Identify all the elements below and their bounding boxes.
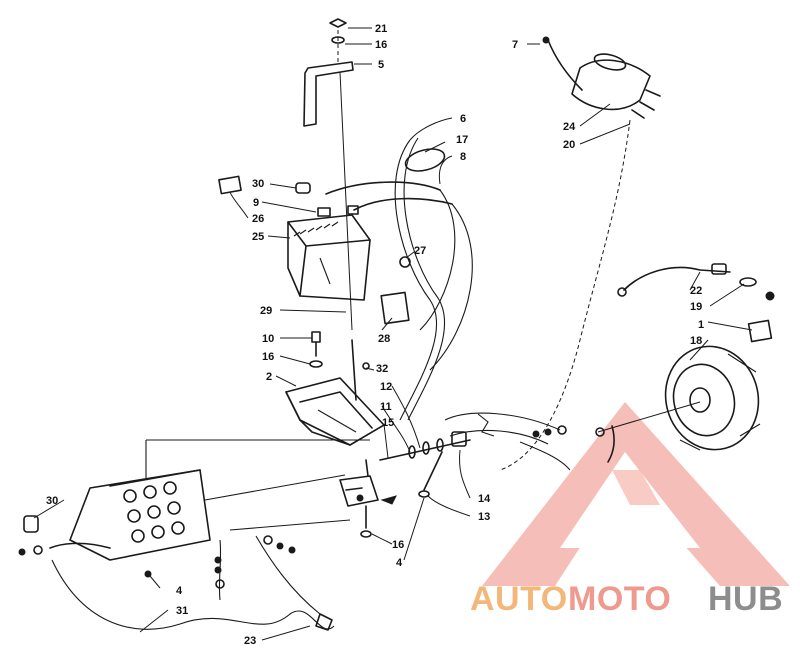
callout-30-top: 30 [252,178,264,190]
starter-solenoid [542,36,661,119]
callout-16: 16 [375,39,387,51]
callout-4-right: 4 [396,557,403,569]
callout-15: 15 [382,417,394,429]
callout-16-bottom: 16 [392,539,404,551]
callout-22: 22 [690,285,702,297]
switch-assembly [339,459,397,538]
callout-20: 20 [563,139,575,151]
callout-18: 18 [690,335,702,347]
callout-13: 13 [478,511,490,523]
sensor-harness [617,263,775,301]
callout-27: 27 [414,245,426,257]
watermark-hub: HUB [708,580,783,618]
callout-10: 10 [262,333,274,345]
callout-31: 31 [176,605,188,617]
callout-4-left: 4 [176,585,183,597]
watermark-text: AUTO MOTO HUB [470,580,783,618]
watermark-auto: AUTO [470,580,568,618]
vent-tube [394,137,446,421]
callout-9: 9 [253,197,259,209]
ground-wiring [18,515,351,631]
callout-2: 2 [266,371,272,383]
callout-32: 32 [376,363,388,375]
callout-11: 11 [380,401,392,413]
callout-8: 8 [460,151,466,163]
callout-24: 24 [563,121,576,133]
callout-leaders [33,27,753,641]
callout-16-mid: 16 [262,351,274,363]
callout-6: 6 [460,113,466,125]
callout-12: 12 [380,381,392,393]
frame-section [444,412,561,445]
callout-30-bottom: 30 [46,495,58,507]
callout-29: 29 [260,305,272,317]
callout-7: 7 [512,39,518,51]
callout-17: 17 [456,134,468,146]
callout-1: 1 [698,319,704,331]
callout-26: 26 [252,213,264,225]
callout-labels: 21 16 5 7 6 17 8 24 20 30 9 26 25 27 22 … [46,23,704,647]
battery-cables [325,181,473,371]
watermark-moto: MOTO [568,580,671,618]
flywheel-housing [664,319,773,451]
callout-23: 23 [244,635,256,647]
callout-5: 5 [378,59,384,71]
callout-25: 25 [252,231,264,243]
engine-block [69,439,370,561]
mounting-hardware [379,431,471,498]
callout-21: 21 [375,23,387,35]
callout-14: 14 [478,493,491,505]
battery-tray [285,331,385,446]
callout-19: 19 [690,301,702,313]
hold-down-bracket [303,18,354,127]
watermark-logo-icon [482,402,790,586]
battery [218,175,371,301]
callout-28: 28 [378,333,390,345]
